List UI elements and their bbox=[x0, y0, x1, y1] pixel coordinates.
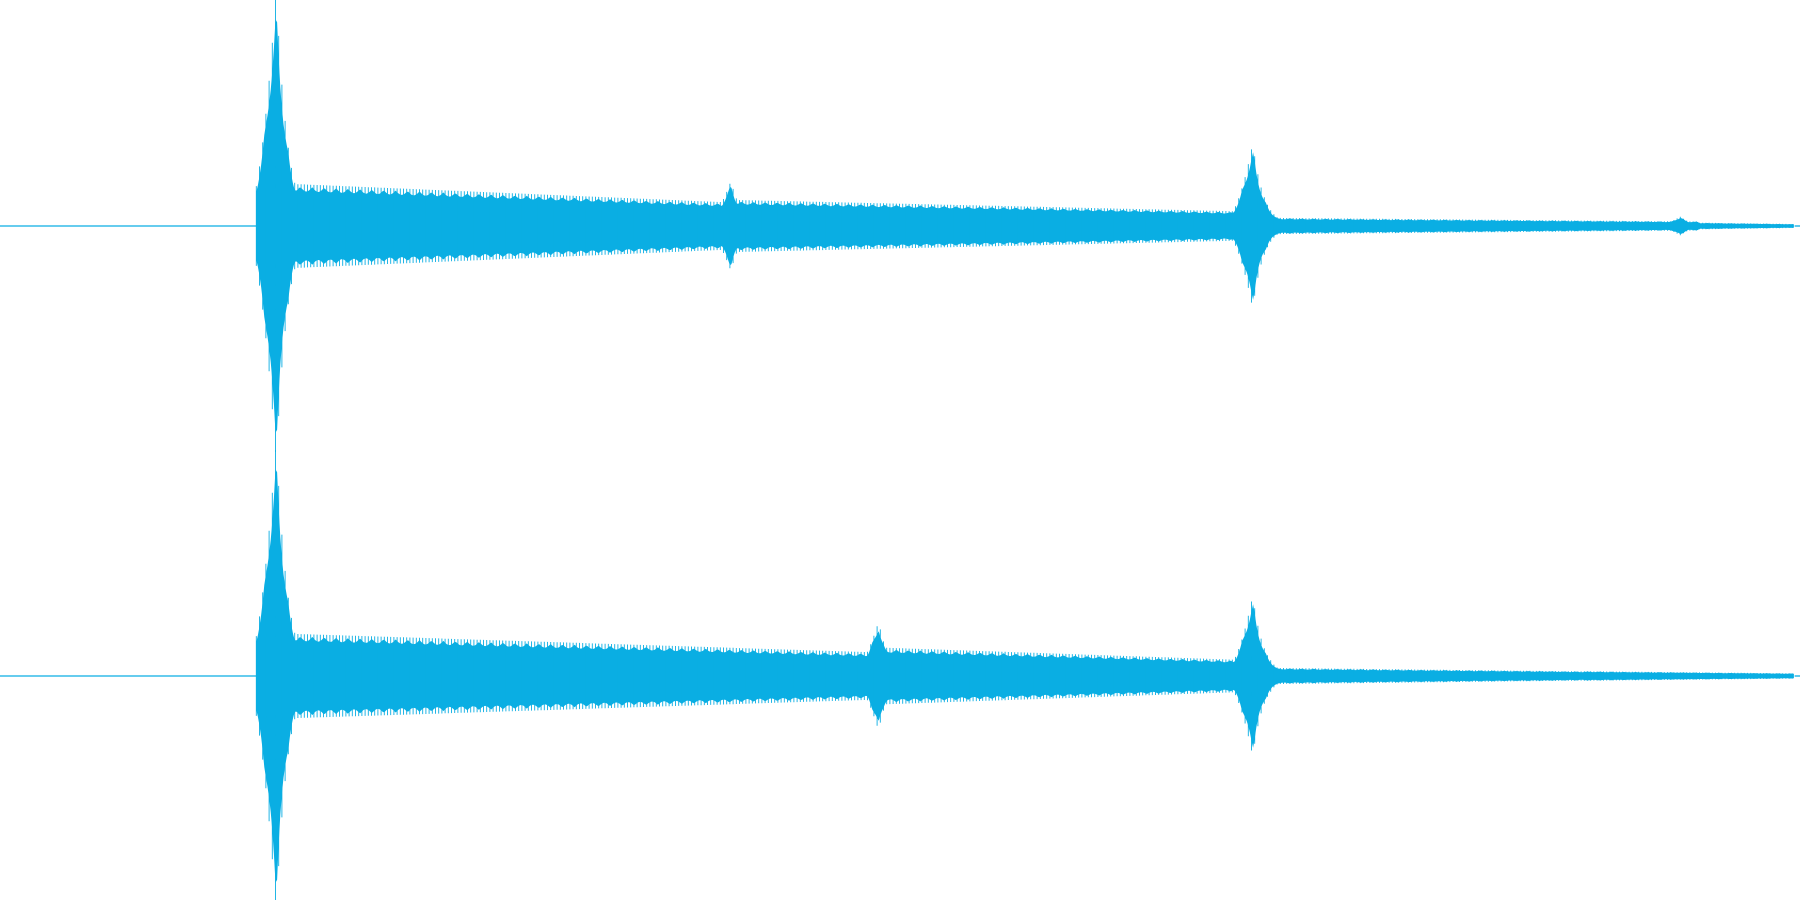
channel-1-waveform bbox=[0, 0, 1800, 452]
waveform-envelope bbox=[256, 19, 1794, 433]
waveform-oscillation bbox=[255, 0, 1793, 452]
waveform-oscillation bbox=[255, 450, 1793, 900]
channel-2-waveform bbox=[0, 450, 1800, 900]
waveform-envelope bbox=[256, 469, 1794, 883]
